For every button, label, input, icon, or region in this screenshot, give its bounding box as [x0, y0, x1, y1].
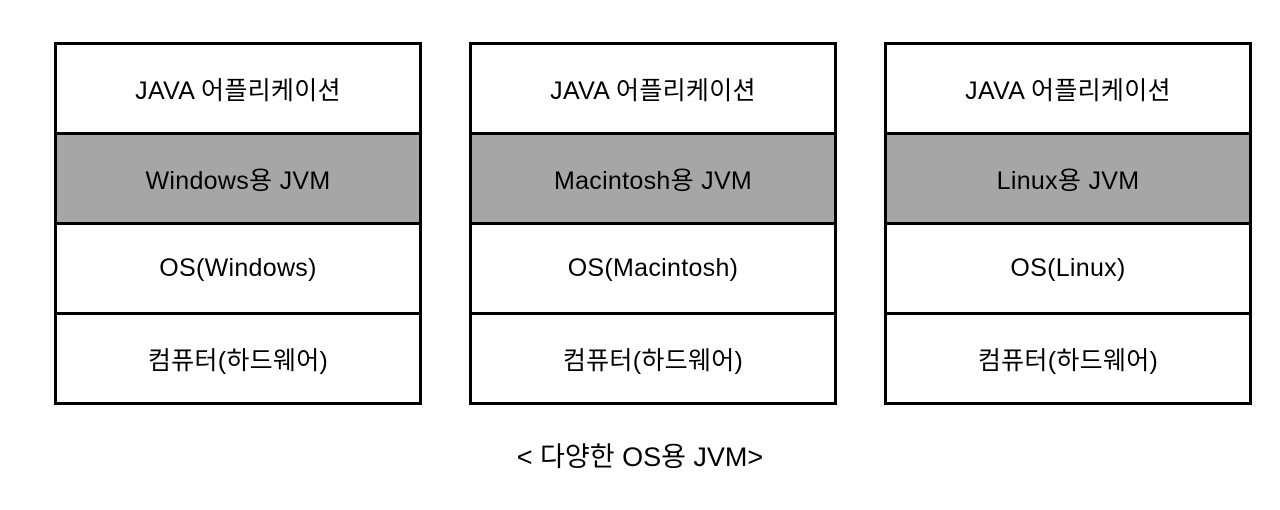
layer-os-macintosh: OS(Macintosh) [472, 225, 834, 315]
diagram-caption: < 다양한 OS용 JVM> [516, 442, 764, 472]
stack-linux: JAVA 어플리케이션 Linux용 JVM OS(Linux) 컴퓨터(하드웨… [884, 42, 1252, 405]
layer-hardware: 컴퓨터(하드웨어) [887, 315, 1249, 402]
stack-windows: JAVA 어플리케이션 Windows용 JVM OS(Windows) 컴퓨터… [54, 42, 422, 405]
layer-java-application: JAVA 어플리케이션 [887, 45, 1249, 135]
layer-os-windows: OS(Windows) [57, 225, 419, 315]
layer-linux-jvm: Linux용 JVM [887, 135, 1249, 225]
layer-java-application: JAVA 어플리케이션 [57, 45, 419, 135]
layer-windows-jvm: Windows용 JVM [57, 135, 419, 225]
stacks-row: JAVA 어플리케이션 Windows용 JVM OS(Windows) 컴퓨터… [54, 42, 1252, 405]
layer-macintosh-jvm: Macintosh용 JVM [472, 135, 834, 225]
layer-os-linux: OS(Linux) [887, 225, 1249, 315]
layer-java-application: JAVA 어플리케이션 [472, 45, 834, 135]
layer-hardware: 컴퓨터(하드웨어) [57, 315, 419, 402]
layer-hardware: 컴퓨터(하드웨어) [472, 315, 834, 402]
stack-macintosh: JAVA 어플리케이션 Macintosh용 JVM OS(Macintosh)… [469, 42, 837, 405]
